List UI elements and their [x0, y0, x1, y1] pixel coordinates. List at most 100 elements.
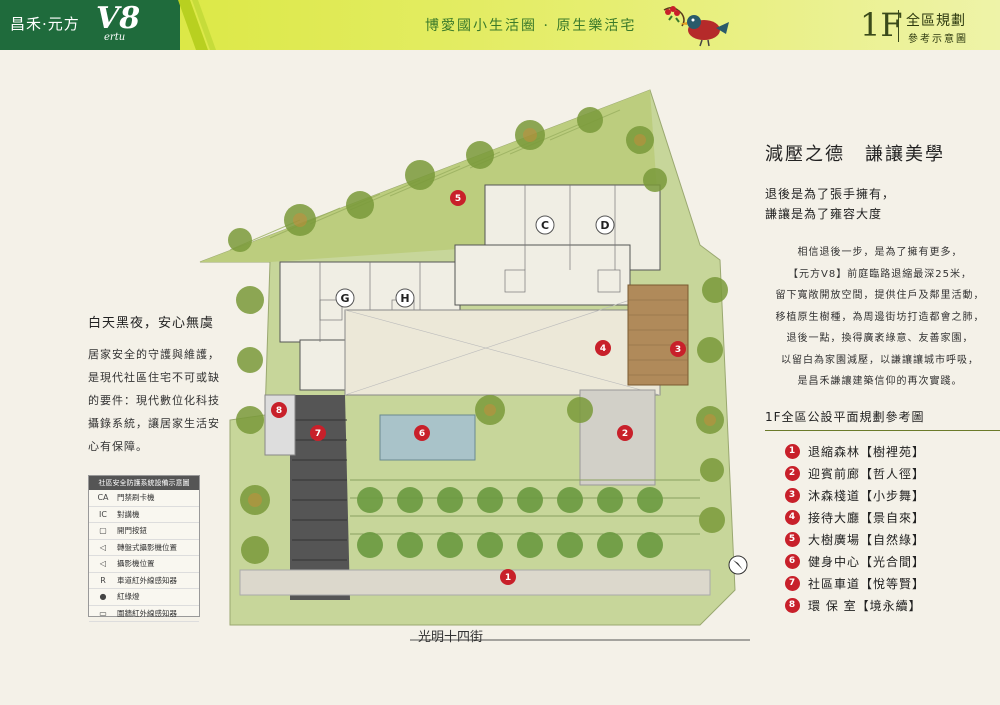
legend-label: 門禁刷卡機 [117, 493, 155, 503]
floor-subtitle: 參考示意圖 [908, 34, 968, 45]
unit-label: C [541, 219, 549, 232]
floor-title: 全區規劃 [906, 13, 966, 29]
tagline: 博愛國小生活圈 · 原生樂活宅 [425, 18, 637, 34]
security-line: 的要件：現代數位化科技 [88, 394, 220, 407]
facility-item: 8 環 保 室【境永續】 [785, 594, 985, 616]
facility-label: 退縮森林【樹裡苑】 [808, 444, 926, 459]
facility-number: 5 [785, 531, 800, 547]
divider [765, 430, 1000, 431]
facility-item: 4 接待大廳【景自來】 [785, 506, 985, 528]
infrared-sensor-icon: R [100, 575, 106, 585]
wall-sensor-icon: ▭ [99, 608, 107, 618]
concept-copy: 減壓之德 謙讓美學 退後是為了張手擁有， 謙讓是為了雍容大度 相信退後一步，是為… [765, 140, 995, 393]
security-title: 白天黑夜，安心無虞 [88, 316, 215, 331]
legend-label: 紅綠燈 [117, 592, 140, 602]
unit-label: G [340, 292, 349, 305]
legend-row: ● 紅綠燈 [89, 589, 199, 606]
tree-canopy [228, 107, 728, 564]
facility-number: 7 [785, 575, 800, 591]
camera-icon: ◁ [99, 559, 107, 569]
slash-decoration [178, 0, 216, 50]
unit-label: D [600, 219, 609, 232]
facility-label: 接待大廳【景自來】 [808, 510, 926, 525]
legend-label: 圍牆紅外線感知器 [117, 608, 177, 618]
bird-icon [663, 6, 729, 47]
legend-row: ▢ 開門按鈕 [89, 523, 199, 540]
legend-row: CA 門禁刷卡機 [89, 490, 199, 507]
brand-name: 昌禾·元方 [10, 15, 80, 33]
facility-list: 1 退縮森林【樹裡苑】 2 迎賓前廊【哲人徑】 3 沐森棧道【小步舞】 4 接待大廳【景… [785, 440, 985, 616]
facility-label: 大樹廣場【自然綠】 [808, 532, 926, 547]
facility-number: 2 [785, 465, 800, 481]
paragraph-line: 相信退後一步，是為了擁有更多， [797, 247, 963, 258]
security-copy: 白天黑夜，安心無虞 居家安全的守護與維護， 是現代社區住宅不可或缺 的要件：現代… [88, 312, 248, 458]
map-marker-number: 2 [622, 429, 628, 439]
facility-label: 環 保 室【境永續】 [808, 598, 922, 613]
security-legend: 社區安全防護系統設備示意圖 CA 門禁刷卡機 IC 對講機 ▢ 開門按鈕 ◁ 轉盤式攝影… [88, 475, 200, 622]
card-reader-icon: CA [97, 493, 109, 503]
security-line: 攝錄系統，讓居家生活安 [88, 417, 220, 430]
unit-labels: C D G H [335, 215, 615, 308]
concept-title: 減壓之德 謙讓美學 [765, 144, 945, 165]
facility-number: 3 [785, 487, 800, 503]
ptz-camera-icon: ◁ [99, 542, 107, 552]
facility-label: 沐森棧道【小步舞】 [808, 488, 926, 503]
concept-subtitle: 退後是為了張手擁有， [765, 187, 896, 201]
legend-row: ◁ 轉盤式攝影機位置 [89, 540, 199, 556]
legend-row: ◁ 攝影機位置 [89, 556, 199, 573]
legend-label: 轉盤式攝影機位置 [117, 542, 177, 552]
legend-label: 對講機 [117, 509, 140, 519]
facility-item: 6 健身中心【光合間】 [785, 550, 985, 572]
facility-item: 3 沐森棧道【小步舞】 [785, 484, 985, 506]
brand-vertu: ertu [104, 32, 126, 43]
facility-number: 1 [785, 443, 800, 459]
facility-item: 2 迎賓前廊【哲人徑】 [785, 462, 985, 484]
intercom-icon: IC [99, 509, 107, 519]
security-line: 居家安全的守護與維護， [88, 348, 220, 361]
legend-label: 攝影機位置 [117, 559, 155, 569]
map-marker-number: 1 [505, 573, 511, 583]
facility-label: 迎賓前廊【哲人徑】 [808, 466, 926, 481]
facility-number: 4 [785, 509, 800, 525]
paragraph-line: 退後一點，換得廣袤綠意、友善家園， [786, 333, 974, 344]
concept-subtitle: 謙讓是為了雍容大度 [765, 207, 883, 221]
facility-number: 6 [785, 553, 800, 569]
street-name: 光明十四街 [418, 630, 484, 645]
unit-label: H [400, 292, 409, 305]
map-markers: 1 2 3 4 5 6 7 8 [271, 190, 686, 585]
facility-label: 社區車道【悅等賢】 [808, 576, 926, 591]
facility-item: 1 退縮森林【樹裡苑】 [785, 440, 985, 462]
site-plan: C D G H 1 2 3 4 5 6 7 8 [199, 89, 750, 641]
traffic-light-icon: ● [99, 592, 107, 602]
map-marker-number: 6 [419, 429, 425, 439]
facility-label: 健身中心【光合間】 [808, 554, 926, 569]
legend-header: 社區安全防護系統設備示意圖 [89, 476, 199, 490]
map-marker-number: 7 [315, 429, 321, 439]
brand-logo[interactable]: 昌禾·元方 V8 ertu [0, 0, 180, 50]
header-bar: 昌禾·元方 V8 ertu 博愛國小生活圈 · 原生樂活宅 1F 全區規劃 參考… [0, 0, 1000, 50]
facility-item: 7 社區車道【悅等賢】 [785, 572, 985, 594]
facility-number: 8 [785, 597, 800, 613]
paragraph-line: 移植原生樹種，為周邊街坊打造都會之肺， [775, 311, 985, 323]
facility-list-title: 1F全區公設平面規劃參考圖 [765, 410, 925, 424]
map-marker-number: 4 [600, 344, 606, 354]
paragraph-line: 以留白為家園減壓，以謙讓讓城市呼吸， [781, 354, 979, 366]
security-line: 是現代社區住宅不可或缺 [88, 371, 220, 384]
map-marker-number: 8 [276, 406, 282, 416]
facility-item: 5 大樹廣場【自然綠】 [785, 528, 985, 550]
floor-divider [898, 10, 899, 42]
brand-v8: V8 [96, 1, 141, 36]
map-marker-number: 5 [455, 194, 461, 204]
floor-code: 1F [860, 6, 903, 44]
legend-label: 開門按鈕 [117, 526, 147, 536]
paragraph-line: 是昌禾謙讓建築信仰的再次實踐。 [797, 376, 963, 387]
door-button-icon: ▢ [99, 526, 107, 536]
paragraph-line: 【元方V8】前庭臨路退縮最深25米， [788, 268, 972, 280]
compass-icon [728, 555, 748, 575]
legend-row: IC 對講機 [89, 507, 199, 523]
legend-row: ▭ 圍牆紅外線感知器 [89, 606, 199, 622]
map-marker-number: 3 [675, 345, 681, 355]
concept-paragraph: 相信退後一步，是為了擁有更多， 【元方V8】前庭臨路退縮最深25米， 留下寬敞開… [765, 242, 995, 393]
paragraph-line: 留下寬敞開放空間，提供住戶及鄰里活動， [775, 290, 985, 301]
